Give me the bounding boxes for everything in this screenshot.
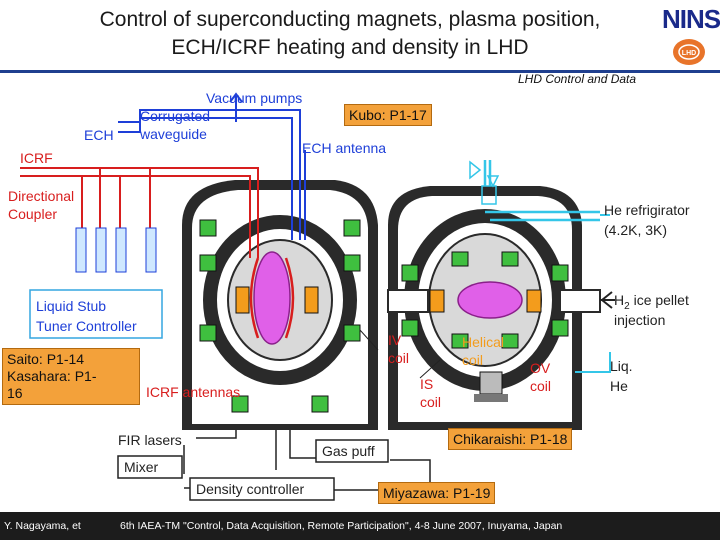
ref-saito-line-2: Kasahara: P1-: [7, 368, 97, 384]
valve-symbols: [469, 160, 500, 205]
density-controller-box: [189, 477, 335, 501]
h2-subscript: 2: [624, 300, 630, 312]
label-vacuum-pumps: Vacuum pumps: [206, 90, 303, 106]
label-ech: ECH: [84, 127, 114, 143]
label-helical-coil: coil: [462, 352, 484, 368]
subtitle: LHD Control and Data: [518, 72, 637, 86]
label-icrf: ICRF: [20, 150, 53, 166]
footer-conference: 6th IAEA-TM "Control, Data Acquisition, …: [120, 520, 563, 532]
nins-logo: NINS: [662, 4, 720, 34]
label-helical: Helical: [462, 334, 505, 350]
label-corrugated: Corrugated: [140, 108, 211, 124]
label-fir-lasers: FIR lasers: [118, 432, 182, 448]
pellet-text: ice pellet: [629, 292, 689, 308]
control-lines: [183, 430, 431, 491]
page-title: Control of superconducting magnets, plas…: [40, 6, 660, 62]
liq-he-line: [575, 352, 611, 373]
lhd-badge-text: LHD: [682, 50, 696, 57]
gas-puff-box: [315, 439, 389, 463]
ref-saito-kasahara: Saito: P1-14 Kasahara: P1- 16: [2, 348, 140, 405]
label-liq: Liq.: [610, 358, 633, 374]
label-is: IS: [420, 376, 434, 392]
h2-symbol: H: [614, 292, 625, 308]
ref-miyazawa: Miyazawa: P1-19: [378, 482, 496, 504]
title-line-1: Control of superconducting magnets, plas…: [99, 8, 601, 31]
label-ech-antenna: ECH antenna: [302, 140, 387, 156]
label-tuner-controller: Tuner Controller: [36, 318, 137, 334]
header-rule: [0, 70, 720, 73]
footer-author: Y. Nagayama, et: [4, 520, 81, 532]
ref-saito-line-3: 16: [7, 385, 23, 401]
ech-waveguides: [118, 92, 306, 240]
icrf-stub-tubes: [75, 227, 157, 273]
footer-bar: [0, 512, 720, 540]
label-mixer: Mixer: [124, 459, 159, 475]
he-refrigerator-piping: [483, 160, 600, 222]
right-cryostat: [387, 186, 601, 430]
mixer-box: [117, 455, 183, 479]
label-h2-pellet: H2 ice pellet: [614, 292, 689, 315]
label-he-refrigirator: He refrigirator: [604, 202, 690, 218]
ref-kubo: Kubo: P1-17: [344, 104, 432, 126]
label-coupler: Coupler: [8, 206, 58, 222]
liquid-stub-box: [29, 289, 163, 339]
label-leaders: [359, 329, 441, 379]
lhd-logo-badge: LHD: [672, 38, 706, 66]
ref-chikaraishi: Chikaraishi: P1-18: [448, 428, 573, 450]
left-cryostat: [182, 180, 378, 430]
label-icrf-antennas: ICRF antennas: [146, 384, 241, 400]
title-line-2: ECH/ICRF heating and density in LHD: [171, 36, 529, 59]
label-temps: (4.2K, 3K): [604, 222, 668, 238]
label-he: He: [610, 378, 628, 394]
label-injection: injection: [614, 312, 666, 328]
label-ov-coil: coil: [530, 378, 552, 394]
label-iv-coil: coil: [388, 350, 410, 366]
label-liquid-stub: Liquid Stub: [36, 298, 107, 314]
label-waveguide: waveguide: [140, 126, 207, 142]
label-is-coil: coil: [420, 394, 442, 410]
label-ov: OV: [530, 360, 551, 376]
ref-saito-line-1: Saito: P1-14: [7, 351, 85, 367]
label-directional: Directional: [8, 188, 75, 204]
label-gas-puff: Gas puff: [322, 443, 375, 459]
label-iv: IV: [388, 332, 402, 348]
pellet-arrow: [600, 291, 613, 309]
label-density-controller: Density controller: [196, 481, 305, 497]
